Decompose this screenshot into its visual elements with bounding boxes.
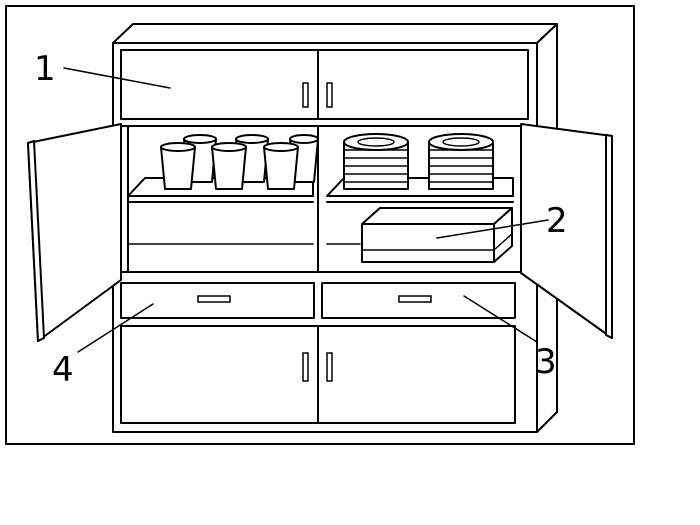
drawer-left-handle bbox=[197, 295, 231, 303]
plate-stack-left bbox=[343, 133, 409, 190]
cup bbox=[211, 142, 247, 190]
lower-right-handle bbox=[326, 352, 333, 382]
picture-frame bbox=[5, 5, 635, 445]
cups bbox=[160, 134, 319, 190]
open-door-left bbox=[27, 123, 122, 342]
leader-lines bbox=[63, 67, 549, 353]
callout-2: 2 bbox=[546, 201, 568, 241]
drawer-right-handle bbox=[398, 295, 432, 303]
cup bbox=[160, 142, 196, 190]
drawer-right bbox=[321, 282, 516, 319]
callout-4: 4 bbox=[52, 350, 74, 390]
lower-compartment bbox=[120, 325, 516, 424]
lower-left-handle bbox=[302, 352, 309, 382]
upper-left-handle bbox=[302, 82, 309, 108]
upper-right-handle bbox=[326, 82, 333, 108]
callout-1: 1 bbox=[34, 49, 56, 89]
cup bbox=[263, 142, 299, 190]
upper-compartment bbox=[120, 49, 529, 120]
plate-stack-right bbox=[428, 133, 494, 190]
open-door-right bbox=[520, 123, 613, 339]
drawer-left bbox=[120, 282, 315, 319]
callout-3: 3 bbox=[535, 342, 557, 382]
tray-stack bbox=[361, 207, 513, 263]
